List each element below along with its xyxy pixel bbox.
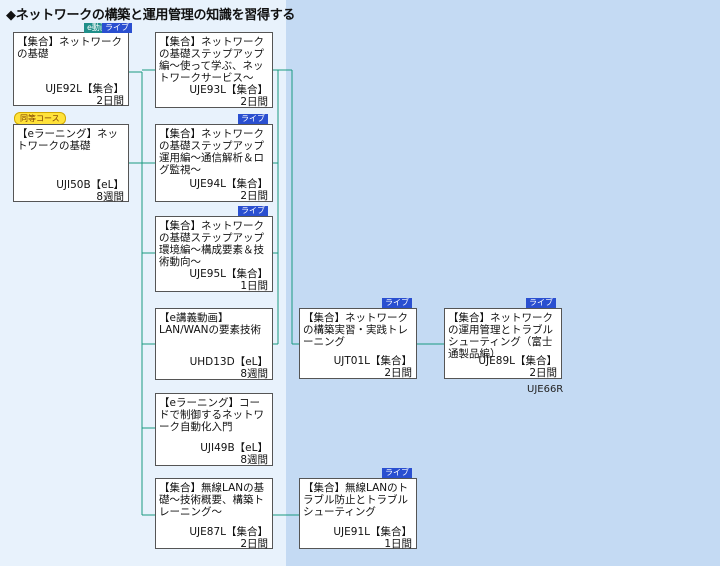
course-title: 【集合】ネットワークの基礎ステップアップ編～使って学ぶ、ネットワークサービス～	[159, 36, 264, 84]
live-badge: ライブ	[526, 298, 556, 308]
course-code-label: UJE66R	[527, 384, 564, 395]
course-card-uje87l[interactable]: 【集合】無線LANの基礎～技術概要、構築トレーニング～ UJE87L【集合】 2…	[155, 478, 273, 550]
course-duration: 1日間	[240, 280, 268, 292]
live-badge: ライブ	[102, 23, 132, 33]
course-title: 【集合】ネットワークの基礎	[17, 36, 122, 60]
course-code: UJI49B【eL】	[200, 442, 268, 454]
course-card-uji49b[interactable]: 【eラーニング】コードで制御するネットワーク自動化入門 UJI49B【eL】 8…	[155, 393, 273, 466]
course-duration: 2日間	[529, 367, 557, 379]
course-duration: 8週間	[240, 368, 268, 380]
course-title: 【e講義動画】LAN/WANの要素技術	[159, 312, 262, 336]
live-badge: ライブ	[382, 468, 412, 478]
page-title: ◆ネットワークの構築と運用管理の知識を習得する	[6, 8, 296, 23]
e-video-badge: e動画	[84, 23, 111, 33]
live-badge: ライブ	[238, 206, 268, 216]
advanced-zone	[286, 0, 720, 566]
course-card-uji50b[interactable]: 【eラーニング】ネットワークの基礎 UJI50B【eL】 8週間	[13, 124, 129, 203]
course-code: UJE93L【集合】	[189, 84, 268, 96]
course-card-uje93l[interactable]: 【集合】ネットワークの基礎ステップアップ編～使って学ぶ、ネットワークサービス～ …	[155, 32, 273, 108]
course-title: 【集合】無線LANの基礎～技術概要、構築トレーニング～	[159, 482, 265, 518]
course-duration: 2日間	[384, 367, 412, 379]
course-duration: 2日間	[240, 190, 268, 202]
course-card-uje89l[interactable]: 【集合】ネットワークの運用管理とトラブルシューティング（富士通製品編） UJE8…	[444, 308, 562, 379]
course-duration: 1日間	[384, 538, 412, 550]
course-duration: 2日間	[240, 538, 268, 550]
course-title: 【集合】ネットワークの運用管理とトラブルシューティング（富士通製品編）	[448, 312, 553, 360]
course-code: UJT01L【集合】	[333, 355, 412, 367]
course-duration: 2日間	[96, 95, 124, 107]
course-title: 【集合】ネットワークの構築実習・実践トレーニング	[303, 312, 408, 348]
course-card-uje94l[interactable]: 【集合】ネットワークの基礎ステップアップ運用編～通信解析＆ログ監視～ UJE94…	[155, 124, 273, 202]
course-code: UJI50B【eL】	[56, 179, 124, 191]
course-duration: 8週間	[96, 191, 124, 203]
course-title: 【eラーニング】ネットワークの基礎	[17, 128, 118, 152]
course-card-uhd13d[interactable]: 【e講義動画】LAN/WANの要素技術 UHD13D【eL】 8週間	[155, 308, 273, 380]
course-card-ujt01l[interactable]: 【集合】ネットワークの構築実習・実践トレーニング UJT01L【集合】 2日間	[299, 308, 417, 379]
course-duration: 8週間	[240, 454, 268, 466]
course-duration: 2日間	[240, 96, 268, 108]
course-code: UJE91L【集合】	[333, 526, 412, 538]
course-code: UJE89L【集合】	[478, 355, 557, 367]
course-title: 【集合】ネットワークの基礎ステップアップ運用編～通信解析＆ログ監視～	[159, 128, 264, 176]
course-card-uje91l[interactable]: 【集合】無線LANのトラブル防止とトラブルシューティング UJE91L【集合】 …	[299, 478, 417, 550]
course-card-uje92l[interactable]: 【集合】ネットワークの基礎 UJE92L【集合】 2日間	[13, 32, 129, 107]
course-title: 【集合】無線LANのトラブル防止とトラブルシューティング	[303, 482, 409, 518]
course-code: UJE87L【集合】	[189, 526, 268, 538]
live-badge: ライブ	[382, 298, 412, 308]
course-code: UHD13D【eL】	[189, 356, 268, 368]
course-title: 【集合】ネットワークの基礎ステップアップ環境編～構成要素＆技術動向～	[159, 220, 264, 268]
live-badge: ライブ	[238, 114, 268, 124]
course-code: UJE94L【集合】	[189, 178, 268, 190]
course-code: UJE92L【集合】	[45, 83, 124, 95]
course-code: UJE95L【集合】	[189, 268, 268, 280]
course-card-uje95l[interactable]: 【集合】ネットワークの基礎ステップアップ環境編～構成要素＆技術動向～ UJE95…	[155, 216, 273, 292]
course-title: 【eラーニング】コードで制御するネットワーク自動化入門	[159, 397, 264, 433]
